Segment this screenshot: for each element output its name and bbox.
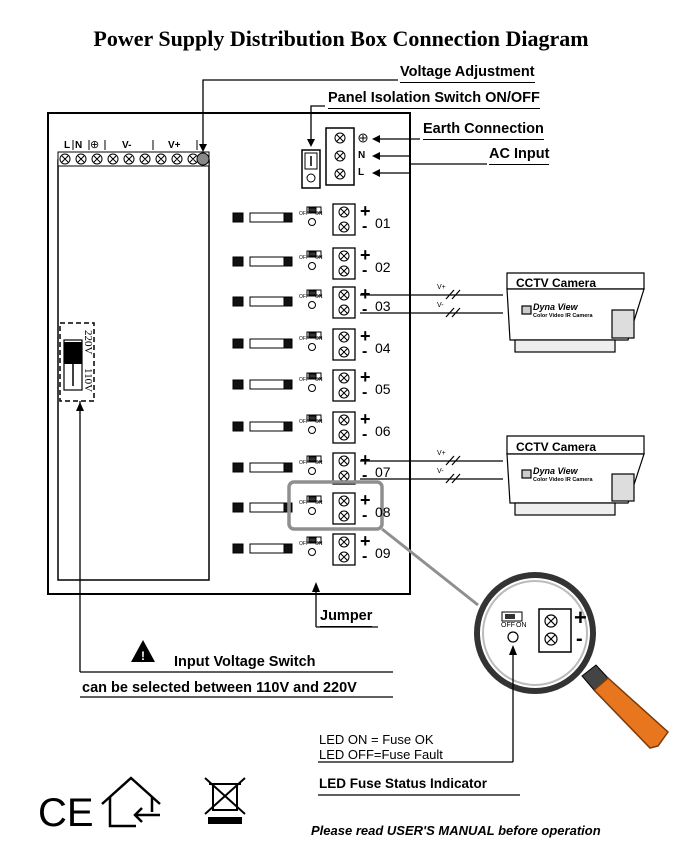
label-earth-connection: Earth Connection — [423, 121, 544, 140]
earth-terminal-symbol: ⊕ — [90, 139, 100, 151]
channel-04-plus: + — [360, 326, 371, 346]
led-on-note: LED ON = Fuse OK — [319, 732, 434, 747]
camera-1-brand: Dyna View — [533, 302, 578, 312]
channel-08-label: 08 — [375, 504, 391, 520]
channel-04-jumper-on: ON — [315, 336, 323, 342]
channel-03-minus: - — [362, 301, 368, 318]
camera-2-brand: Dyna View — [533, 466, 578, 476]
channel-07-jumper-on: ON — [315, 460, 323, 466]
camera-1-title: CCTV Camera — [516, 276, 597, 290]
channel-09-jumper-off: OFF — [299, 541, 309, 547]
channel-06-minus: - — [362, 426, 368, 443]
camera-1-vplus: V+ — [437, 284, 446, 291]
channel-01-plus: + — [360, 201, 371, 221]
manual-note: Please read USER'S MANUAL before operati… — [311, 823, 601, 838]
channel-09-label: 09 — [375, 545, 391, 561]
channel-06-jumper-off: OFF — [299, 419, 309, 425]
ac-label-l: L — [358, 167, 365, 178]
channel-03-label: 03 — [375, 298, 391, 314]
terminal-label-v-minus: V- — [122, 140, 132, 151]
channel-04-label: 04 — [375, 340, 391, 356]
channel-07-minus: - — [362, 467, 368, 484]
channel-02-label: 02 — [375, 259, 391, 275]
channel-01-minus: - — [362, 218, 368, 235]
label-ac-input: AC Input — [489, 146, 550, 165]
channel-08-jumper-on: ON — [315, 500, 323, 506]
channel-02-jumper-on: ON — [315, 255, 323, 261]
magnifier — [474, 572, 669, 749]
terminal-label-n: N — [75, 140, 83, 151]
channel-07-plus: + — [360, 450, 371, 470]
label-panel-isolation: Panel Isolation Switch ON/OFF — [328, 90, 540, 109]
weee-bin-icon — [204, 777, 246, 824]
channel-04-jumper-off: OFF — [299, 336, 309, 342]
diagram-title: Power Supply Distribution Box Connection… — [93, 26, 589, 51]
channel-07-jumper-off: OFF — [299, 460, 309, 466]
channel-04-minus: - — [362, 343, 368, 360]
channel-01-label: 01 — [375, 215, 391, 231]
voltage-label-220v: 220V — [82, 330, 94, 355]
label-voltage-select-note: can be selected between 110V and 220V — [82, 680, 357, 696]
camera-2-vminus: V- — [437, 468, 444, 475]
camera-1-subtitle: Color Video IR Camera — [533, 313, 593, 319]
warning-icon — [131, 640, 155, 662]
distribution-box — [47, 112, 411, 595]
label-jumper: Jumper — [320, 608, 373, 627]
channel-09-jumper-on: ON — [315, 541, 323, 547]
channel-rows — [232, 203, 356, 566]
channel-09-minus: - — [362, 548, 368, 565]
voltage-label-110v: 110V — [82, 368, 94, 393]
magnifier-off-label: OFF — [501, 622, 515, 629]
svg-text:!: ! — [141, 649, 145, 663]
channel-07-label: 07 — [375, 464, 391, 480]
channel-05-jumper-off: OFF — [299, 377, 309, 383]
channel-05-plus: + — [360, 367, 371, 387]
channel-08-jumper-off: OFF — [299, 500, 309, 506]
ce-mark-icon: CE — [38, 791, 94, 835]
magnifier-plus: + — [574, 605, 587, 630]
magnifier-minus: - — [576, 628, 583, 650]
channel-02-jumper-off: OFF — [299, 255, 309, 261]
cctv-camera-2 — [506, 435, 645, 516]
camera-2-vplus: V+ — [437, 450, 446, 457]
channel-03-jumper-on: ON — [315, 294, 323, 300]
channel-08-minus: - — [362, 507, 368, 524]
channel-05-label: 05 — [375, 381, 391, 397]
camera-2-title: CCTV Camera — [516, 440, 597, 454]
channel-03-plus: + — [360, 284, 371, 304]
label-led-status: LED Fuse Status Indicator — [319, 776, 488, 791]
channel-09-plus: + — [360, 531, 371, 551]
terminal-label-v-plus: V+ — [168, 140, 181, 151]
led-off-note: LED OFF=Fuse Fault — [319, 747, 443, 762]
highlight-box-ch08 — [287, 480, 384, 531]
channel-05-minus: - — [362, 384, 368, 401]
voltage-switch-box — [59, 322, 95, 402]
terminal-label-l: L — [64, 140, 71, 151]
magnifier-handle — [592, 677, 669, 749]
channel-02-plus: + — [360, 245, 371, 265]
channel-03-jumper-off: OFF — [299, 294, 309, 300]
cctv-camera-1 — [506, 272, 645, 353]
channel-06-jumper-on: ON — [315, 419, 323, 425]
channel-02-minus: - — [362, 262, 368, 279]
channel-01-jumper-on: ON — [315, 211, 323, 217]
label-input-voltage-switch: Input Voltage Switch — [174, 654, 316, 670]
channel-05-jumper-on: ON — [315, 377, 323, 383]
camera-2-subtitle: Color Video IR Camera — [533, 477, 593, 483]
label-voltage-adjustment: Voltage Adjustment — [400, 64, 535, 83]
magnifier-on-label: ON — [516, 622, 527, 629]
indoor-use-house-icon — [101, 776, 161, 828]
channel-06-plus: + — [360, 409, 371, 429]
channel-08-plus: + — [360, 490, 371, 510]
channel-06-label: 06 — [375, 423, 391, 439]
ac-label-n: N — [358, 150, 366, 161]
camera-1-vminus: V- — [437, 302, 444, 309]
channel-01-jumper-off: OFF — [299, 211, 309, 217]
